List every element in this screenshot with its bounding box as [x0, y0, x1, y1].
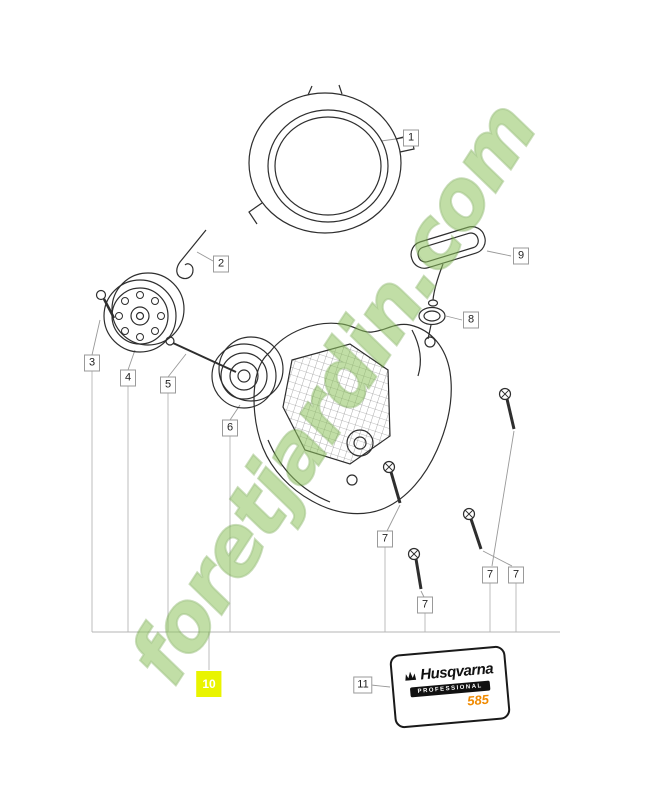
- brand-text: Husqvarna: [419, 660, 494, 684]
- part-rope-rotor: [211, 336, 284, 409]
- part-axle: [165, 336, 237, 373]
- part-screw-3: [462, 507, 483, 550]
- callout-5[interactable]: 5: [160, 376, 176, 394]
- callout-7b[interactable]: 7: [482, 566, 498, 584]
- part-screw-2: [498, 387, 516, 430]
- part-screw-1: [382, 460, 402, 504]
- part-fan-housing: [248, 84, 415, 234]
- callout-7c[interactable]: 7: [508, 566, 524, 584]
- brand-row: Husqvarna: [404, 660, 494, 685]
- part-starter-handle: [410, 226, 486, 307]
- part-screw-4: [407, 547, 423, 590]
- part-cord-ring: [418, 306, 446, 340]
- callout-7d[interactable]: 7: [417, 596, 433, 614]
- callout-3[interactable]: 3: [84, 354, 100, 372]
- model-number: 585: [466, 691, 490, 709]
- callout-9[interactable]: 9: [513, 247, 529, 265]
- callout-8[interactable]: 8: [463, 311, 479, 329]
- husqvarna-decal: Husqvarna PROFESSIONAL 585: [388, 645, 512, 729]
- callout-6[interactable]: 6: [222, 419, 238, 437]
- callout-10-selected[interactable]: 10: [196, 671, 222, 697]
- crown-icon: [405, 671, 417, 681]
- callout-7a[interactable]: 7: [377, 530, 393, 548]
- part-starter-housing: [253, 322, 452, 515]
- callout-2[interactable]: 2: [213, 255, 229, 273]
- decal-sub-row: PROFESSIONAL 585: [410, 680, 491, 714]
- callout-1[interactable]: 1: [403, 129, 419, 147]
- part-pulley-disc: [103, 272, 185, 353]
- callout-11[interactable]: 11: [353, 676, 373, 694]
- part-rewind-spring: [176, 229, 207, 280]
- assembly-bracket-lines: [91, 371, 560, 670]
- callout-4[interactable]: 4: [120, 369, 136, 387]
